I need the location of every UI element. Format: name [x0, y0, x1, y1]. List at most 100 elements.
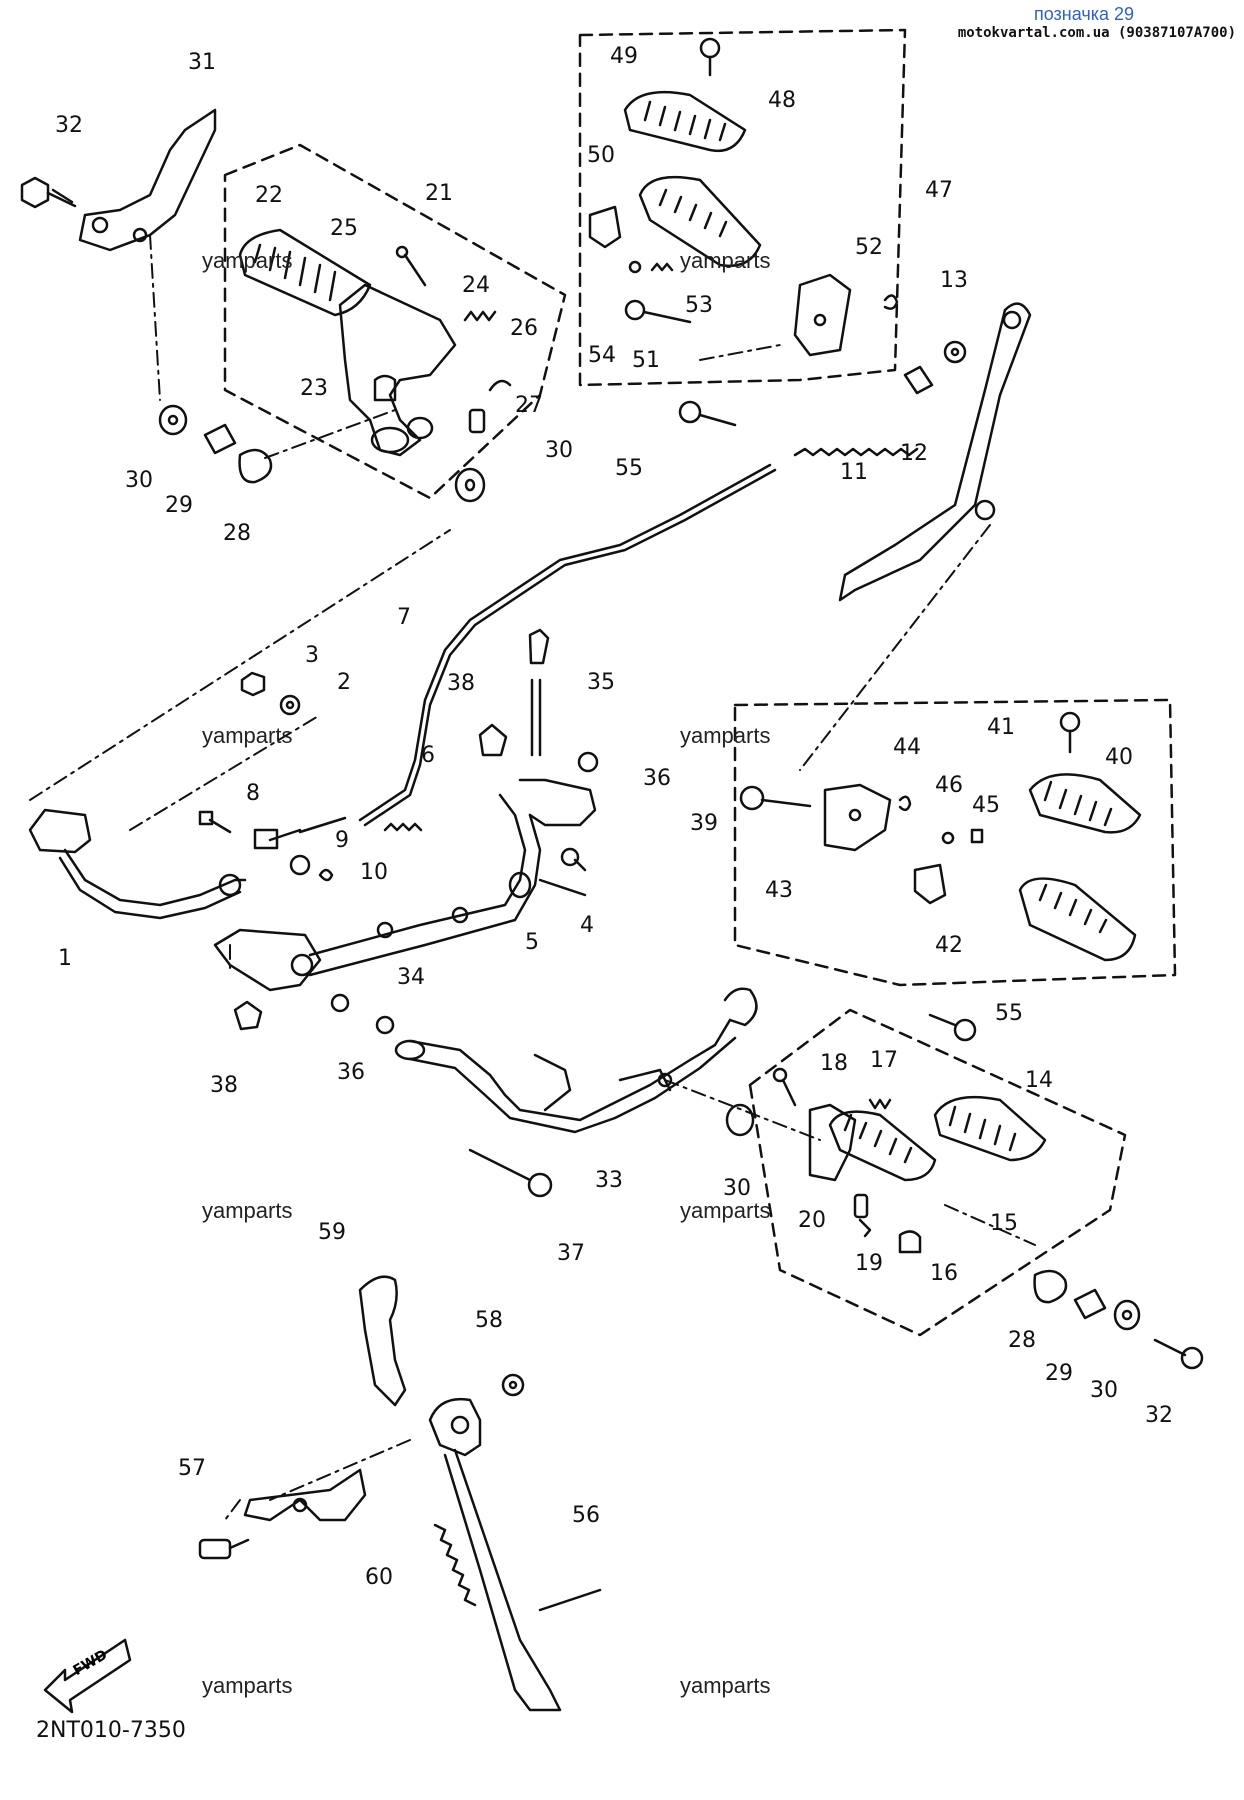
callout-1: 1 — [58, 946, 72, 971]
watermark: yamparts — [202, 723, 293, 748]
callout-36: 36 — [643, 766, 671, 791]
callout-22: 22 — [255, 183, 283, 208]
washer-30-lower-mid — [725, 1103, 755, 1137]
watermark: yamparts — [202, 248, 293, 273]
callout-59: 59 — [318, 1220, 346, 1245]
callout-50: 50 — [587, 143, 615, 168]
callout-20: 20 — [798, 1208, 826, 1233]
callout-16: 16 — [930, 1261, 958, 1286]
callout-19: 19 — [855, 1251, 883, 1276]
callout-29: 29 — [1045, 1361, 1073, 1386]
callout-32: 32 — [55, 113, 83, 138]
watermark: yamparts — [680, 723, 771, 748]
plate-50 — [588, 205, 622, 249]
callout-7: 7 — [397, 605, 411, 630]
callout-5: 5 — [525, 930, 539, 955]
nut-58 — [501, 1373, 525, 1397]
nut-36-mid — [577, 751, 599, 773]
callout-3: 3 — [305, 643, 319, 668]
callout-58: 58 — [475, 1308, 503, 1333]
callout-21: 21 — [425, 181, 453, 206]
group-box-14 — [748, 1008, 1127, 1337]
switch-57 — [198, 1538, 250, 1560]
callout-30: 30 — [723, 1176, 751, 1201]
bracket-side-stand — [243, 1468, 367, 1522]
spring-45 — [970, 828, 984, 844]
pin-43 — [739, 785, 812, 811]
callout-28: 28 — [223, 521, 251, 546]
callout-45: 45 — [972, 793, 1000, 818]
bolt-41 — [1059, 711, 1081, 754]
pin-51 — [624, 299, 692, 324]
brake-pedal-1 — [28, 808, 247, 920]
rod-35 — [528, 628, 550, 757]
watermark: yamparts — [202, 1673, 293, 1698]
ball-46 — [941, 831, 955, 845]
bushing-38-lower — [233, 1000, 263, 1031]
callout-55: 55 — [995, 1001, 1023, 1026]
leader-lines — [29, 234, 1036, 1521]
rear-frame-bracket — [838, 302, 1032, 602]
callout-11: 11 — [840, 460, 868, 485]
callout-30: 30 — [1090, 1378, 1118, 1403]
callout-10: 10 — [360, 860, 388, 885]
main-frame-34 — [213, 778, 597, 992]
watermark: yamparts — [680, 1673, 771, 1698]
clip-52 — [883, 294, 899, 310]
callout-23: 23 — [300, 376, 328, 401]
group-box-47 — [578, 28, 907, 387]
callout-43: 43 — [765, 878, 793, 903]
callout-12: 12 — [900, 441, 928, 466]
stopper-23 — [373, 374, 397, 402]
callout-46: 46 — [935, 773, 963, 798]
callout-42: 42 — [935, 933, 963, 958]
drawing-code: 2NT010-7350 — [36, 1718, 186, 1743]
bolt-8 — [198, 810, 232, 834]
rubber-48 — [623, 90, 747, 153]
bracket-59 — [358, 1275, 407, 1407]
nut-3 — [240, 671, 266, 697]
callout-40: 40 — [1105, 745, 1133, 770]
callout-33: 33 — [595, 1168, 623, 1193]
watermark: yamparts — [680, 1198, 771, 1223]
bolt-55-upper — [678, 400, 737, 427]
footrest-14 — [828, 1110, 937, 1182]
callout-56: 56 — [572, 1503, 600, 1528]
clip-10 — [318, 868, 334, 882]
plate-42 — [913, 863, 947, 905]
nut-9 — [289, 854, 311, 876]
callout-36: 36 — [337, 1060, 365, 1085]
pin-20 — [853, 1193, 869, 1219]
callout-9: 9 — [335, 828, 349, 853]
bolt-49 — [699, 37, 721, 77]
bushing-28-lower — [1033, 1269, 1068, 1304]
bolt-32-top — [20, 176, 77, 209]
watermark: yamparts — [680, 248, 771, 273]
clip-26 — [488, 379, 512, 392]
bracket-14 — [808, 1103, 857, 1182]
pin-18 — [772, 1067, 797, 1107]
bushing-28-upper — [238, 448, 273, 484]
callout-30: 30 — [545, 438, 573, 463]
header-subtitle: motokvartal.com.ua (90387107A700) — [957, 25, 1236, 41]
callout-51: 51 — [632, 348, 660, 373]
bolt-37 — [468, 1148, 553, 1198]
brake-cable-7 — [253, 463, 777, 850]
callout-26: 26 — [510, 316, 538, 341]
washer-30-lower-right — [1113, 1299, 1141, 1331]
callout-24: 24 — [462, 273, 490, 298]
callout-17: 17 — [870, 1048, 898, 1073]
callout-27: 27 — [515, 393, 543, 418]
callout-57: 57 — [178, 1456, 206, 1481]
collar-29-upper — [203, 423, 237, 455]
footrest-47 — [638, 175, 762, 268]
pin-25 — [395, 245, 427, 287]
callout-25: 25 — [330, 216, 358, 241]
nut-36-lower-b — [375, 1015, 395, 1035]
callout-32: 32 — [1145, 1403, 1173, 1428]
nut-2 — [279, 694, 301, 716]
spring-24 — [463, 310, 497, 322]
spring-6 — [383, 822, 423, 832]
footrest-bracket-21 — [338, 283, 457, 457]
